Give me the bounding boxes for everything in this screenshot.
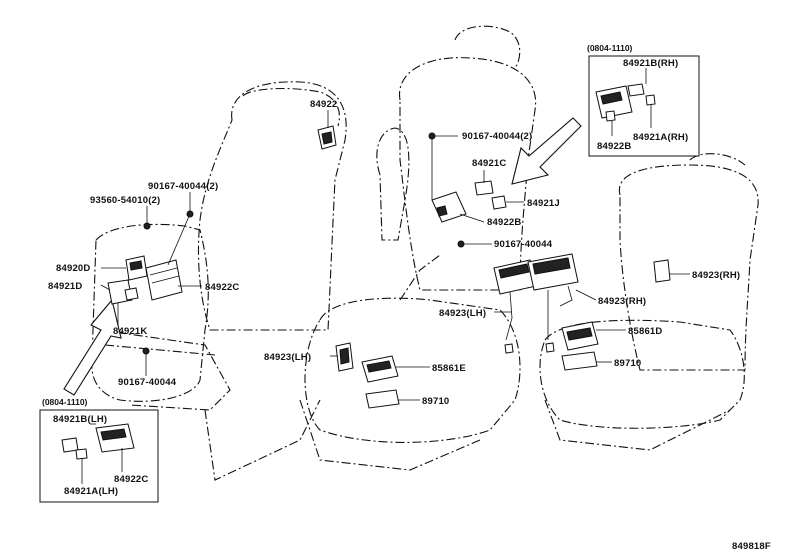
part-84922B <box>431 191 467 223</box>
label-84921D: 84921D <box>48 281 82 292</box>
label-84923-lh-low: 84923(LH) <box>264 352 311 363</box>
part-84923-rh-mid <box>493 253 579 354</box>
part-85861D <box>561 321 599 351</box>
part-85861E <box>361 355 399 383</box>
inset-left-frame <box>39 409 159 503</box>
part-84922 <box>317 125 337 150</box>
inset-left: (0804-1110) 84921B(LH) 84922C 84921A(LH) <box>39 397 159 503</box>
label-84921A-rh: 84921A(RH) <box>633 132 688 143</box>
callout-labels: 84922 90167-40044(2) 84921C 84921J 84922… <box>48 99 740 407</box>
label-84922B-inset: 84922B <box>597 141 631 152</box>
label-84921J: 84921J <box>527 198 560 209</box>
label-90167-40044-mid: 90167-40044 <box>494 239 553 250</box>
label-84922: 84922 <box>310 99 337 110</box>
part-84923-lh-low <box>335 342 354 372</box>
label-90167-40044-2-left: 90167-40044(2) <box>148 181 218 192</box>
label-89710-right: 89710 <box>614 358 641 369</box>
label-90167-40044-bottom: 90167-40044 <box>118 377 177 388</box>
label-84921B-rh: 84921B(RH) <box>623 58 678 69</box>
drawing-id: 849818F <box>732 541 771 552</box>
label-93560-54010-2: 93560-54010(2) <box>90 195 160 206</box>
part-84921D <box>107 279 139 305</box>
parts <box>107 125 671 409</box>
label-90167-40044-2-top: 90167-40044(2) <box>462 131 532 142</box>
part-84920D <box>125 255 148 281</box>
direction-arrows <box>63 117 582 396</box>
arrow-right-seat <box>511 117 582 185</box>
label-84922C-inset: 84922C <box>114 474 148 485</box>
label-84921A-lh: 84921A(LH) <box>64 486 118 497</box>
label-84923-rh-mid: 84923(RH) <box>598 296 646 307</box>
arrow-left-seat <box>63 298 122 396</box>
label-84921B-lh: 84921B(LH) <box>53 414 107 425</box>
label-85861D: 85861D <box>628 326 662 337</box>
part-89710-left <box>365 389 400 409</box>
part-84921C <box>474 180 494 196</box>
part-84923-rh-right <box>653 259 671 283</box>
label-84921C: 84921C <box>472 158 506 169</box>
label-84920D: 84920D <box>56 263 90 274</box>
part-84922C <box>145 259 183 301</box>
label-85861E: 85861E <box>432 363 466 374</box>
label-84922B: 84922B <box>487 217 521 228</box>
label-84923-rh-right: 84923(RH) <box>692 270 740 281</box>
inset-right: (0804-1110) 84921B(RH) 84921A(RH) 84922B <box>587 43 700 157</box>
label-84921K: 84921K <box>113 326 147 337</box>
bolt-90167-bottom <box>142 347 150 355</box>
inset-left-range: (0804-1110) <box>42 397 88 407</box>
label-89710-left: 89710 <box>422 396 449 407</box>
leader-lines <box>100 110 690 401</box>
part-84921J <box>491 195 507 210</box>
inset-right-range: (0804-1110) <box>587 43 633 53</box>
part-89710-right <box>561 351 598 371</box>
label-84922C: 84922C <box>205 282 239 293</box>
label-84923-lh-mid: 84923(LH) <box>439 308 486 319</box>
